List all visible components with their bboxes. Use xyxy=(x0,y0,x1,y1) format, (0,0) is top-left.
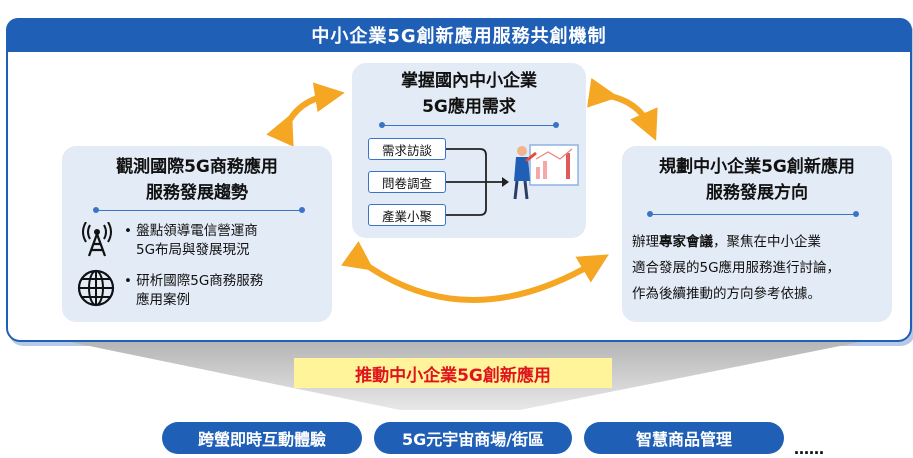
center-title-line1: 掌握國內中小企業 xyxy=(401,71,537,91)
right-panel: 規劃中小企業5G創新應用 服務發展方向 辦理專家會議，聚焦在中小企業 適合發展的… xyxy=(622,146,892,322)
push-label: 推動中小企業5G創新應用 xyxy=(294,358,612,388)
center-separator xyxy=(379,122,559,128)
method-interview: 需求訪談 xyxy=(368,138,446,160)
presentation-icon xyxy=(513,144,579,200)
left-item-2-line2: 應用案例 xyxy=(136,292,190,308)
left-item-2-line1: • 研析國際5G商務服務 xyxy=(124,273,264,289)
left-title-line2: 服務發展趨勢 xyxy=(146,183,248,203)
more-ellipsis: …… xyxy=(794,440,824,458)
left-item-1-line2: 5G布局與發展現況 xyxy=(136,242,250,258)
center-panel: 掌握國內中小企業 5G應用需求 需求訪談 問卷調查 產業小聚 xyxy=(352,63,586,238)
method-gathering: 產業小聚 xyxy=(368,204,446,226)
left-panel: 觀測國際5G商務應用 服務發展趨勢 • 盤點領導電信營運商 5G布局與發展現況 … xyxy=(62,146,332,322)
center-title-line2: 5G應用需求 xyxy=(422,97,516,117)
arrow-center-right xyxy=(586,77,658,141)
right-text-line1: 辦理專家會議，聚焦在中小企業 xyxy=(632,234,821,250)
right-title-line1: 規劃中小企業5G創新應用 xyxy=(659,157,855,177)
globe-icon xyxy=(77,269,115,307)
left-item-1-line1: • 盤點領導電信營運商 xyxy=(124,223,258,239)
left-separator xyxy=(93,207,305,213)
app-cross-screen: 跨螢即時互動體驗 xyxy=(162,422,362,454)
app-metaverse-mall: 5G元宇宙商場/街區 xyxy=(374,422,572,454)
diagram-title: 中小企業5G創新應用服務共創機制 xyxy=(6,18,912,52)
right-text-line2: 適合發展的5G應用服務進行討論， xyxy=(632,260,841,276)
right-title-line2: 服務發展方向 xyxy=(706,183,808,203)
arrow-bottom xyxy=(341,241,609,303)
right-separator xyxy=(647,211,859,217)
antenna-icon xyxy=(82,222,112,257)
methods-connector xyxy=(446,148,509,216)
arrow-left-center xyxy=(266,82,345,147)
method-survey: 問卷調查 xyxy=(368,171,446,193)
right-text-line3: 作為後續推動的方向參考依據。 xyxy=(632,286,821,302)
left-title-line1: 觀測國際5G商務應用 xyxy=(116,157,278,177)
app-smart-product: 智慧商品管理 xyxy=(584,422,784,454)
